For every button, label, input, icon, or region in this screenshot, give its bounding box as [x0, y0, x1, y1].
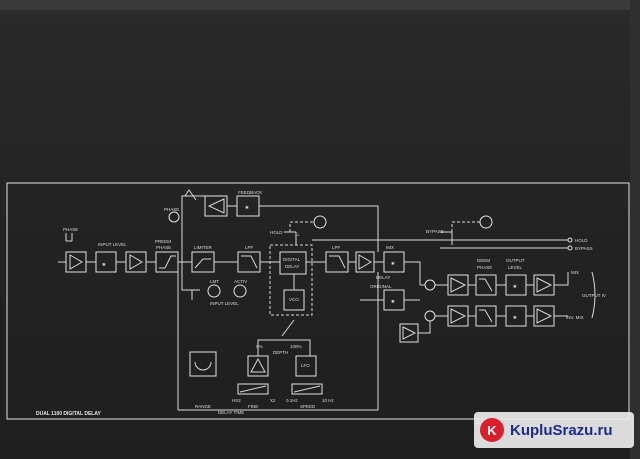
lfo-label: LFO [301, 363, 310, 368]
lpf1-label: LPF [245, 245, 254, 250]
speed-low-label: 0.1Hz [286, 398, 299, 403]
diagram-frame [6, 182, 630, 420]
lmt-label: LMT [210, 279, 219, 284]
output-label: OUTPUT [506, 258, 525, 263]
digital-delay-group [269, 244, 313, 316]
gain-amp [125, 251, 147, 273]
watermark-badge: K KupluSrazu.ru [474, 412, 634, 448]
hold-label: HOLD [270, 230, 283, 235]
level-label: LEVEL [508, 265, 523, 270]
lpf2-label: LPF [332, 245, 341, 250]
lmt-knob-icon[interactable] [207, 284, 221, 298]
x2-label: X2 [270, 398, 276, 403]
input-amp-icon [69, 254, 83, 270]
hold-knob-icon[interactable] [313, 215, 327, 229]
svg-text:✱: ✱ [513, 315, 517, 320]
input-amp [65, 251, 87, 273]
bypass-out-label: BYPASS [575, 246, 593, 251]
sum-node-2 [424, 310, 436, 322]
hold-out-label: HOLD [575, 238, 588, 243]
depth-label: DEPTH [273, 350, 288, 355]
feedback-label: FEEDBACK [238, 190, 262, 195]
depth-100-label: 100% [290, 344, 302, 349]
watermark-logo-icon: K [480, 418, 504, 442]
svg-text:✱: ✱ [513, 284, 517, 289]
digital-delay-block [279, 251, 307, 275]
svg-text:⊥: ⊥ [296, 232, 300, 237]
mix-out-label: MIX [571, 270, 579, 275]
phase-knob-icon[interactable] [168, 211, 180, 223]
depth-0-label: 0% [256, 344, 263, 349]
preem-phase-label: PHASE [156, 245, 171, 250]
svg-text:✱: ✱ [245, 205, 249, 210]
mult-icon: ✱ [102, 262, 106, 267]
delay-label: DELAY [285, 264, 299, 269]
deem1-block [475, 274, 497, 296]
input-jack [65, 233, 73, 242]
original-label: ORIGINAL [370, 284, 392, 289]
input-jack-label: PHASE [63, 227, 78, 232]
input-level-label-2: INPUT LEVEL [210, 301, 239, 306]
svg-text:✱: ✱ [391, 299, 395, 304]
input-level-mult [95, 251, 117, 273]
lpf2-block [325, 251, 349, 273]
limiter-block [191, 251, 215, 273]
sum-node-1 [424, 279, 436, 291]
speed-slider[interactable] [291, 383, 323, 395]
panel-top-edge [0, 0, 640, 10]
lfo-block [295, 355, 317, 377]
bypass-knob-icon[interactable] [479, 215, 493, 229]
speed-label: SPEED [300, 404, 316, 409]
feedback-phase-label: PHASE [164, 207, 179, 212]
vco-label: VCO [289, 297, 299, 302]
delay-label-mix: DELAY [376, 275, 390, 280]
range-label: RANGE [195, 404, 211, 409]
deem2-block [475, 305, 497, 327]
limiter-label: LIMITER [194, 245, 213, 250]
deem-label: DEEM [477, 258, 490, 263]
fine-label: FINE [248, 404, 258, 409]
speed-high-label: 10 Hz [322, 398, 335, 403]
preem-phase-block [155, 251, 179, 273]
brand-label: DUAL 1100 DIGITAL DELAY [36, 411, 101, 417]
input-level-label: INPUT LEVEL [98, 242, 127, 247]
digital-label: DIGITAL [283, 257, 301, 262]
watermark-text: KupluSrazu.ru [510, 421, 613, 439]
activ-knob-icon[interactable] [233, 284, 247, 298]
preem-label: PREEM [155, 239, 171, 244]
fine-slider[interactable] [237, 383, 269, 395]
activ-label: ACTIV [234, 279, 247, 284]
lpf1-block [237, 251, 261, 273]
deem-phase-label: PHASE [477, 265, 492, 270]
inv-mix-label: INV. MIX [566, 315, 584, 320]
mix-label: MIX [386, 245, 394, 250]
bypass-label: BYPASS [426, 229, 444, 234]
output-iv-label: OUTPUT IV [582, 293, 606, 298]
hs2-label: HS2 [232, 398, 241, 403]
panel-right-edge [630, 0, 640, 459]
svg-text:✱: ✱ [391, 261, 395, 266]
delay-time-label: DELAY TIME [218, 410, 244, 415]
range-knob-block [189, 351, 217, 377]
